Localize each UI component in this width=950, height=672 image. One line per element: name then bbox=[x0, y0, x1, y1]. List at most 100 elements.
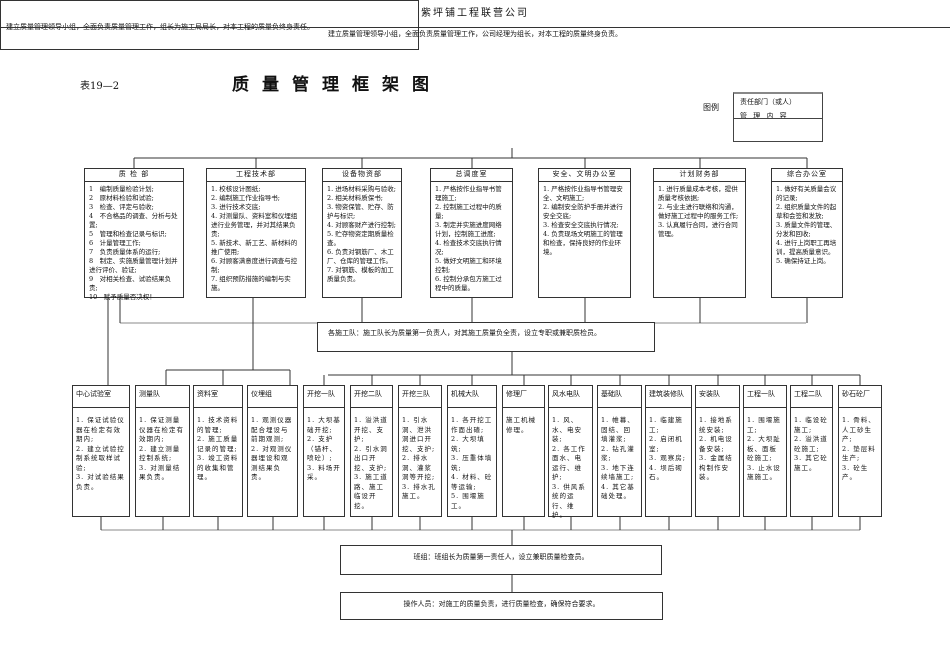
divider bbox=[734, 118, 822, 119]
duty-item: 3. 砼生产。 bbox=[842, 463, 869, 482]
duty-item: 2. 建立测量控制系统; bbox=[139, 444, 181, 463]
team-name: 建筑装修队 bbox=[646, 386, 691, 408]
duty-item: 1. 技术资料的管理; bbox=[197, 416, 239, 434]
team-duties: 1. 保证测量仪器在检定有效期内;2. 建立测量控制系统;3. 对测量结果负责。 bbox=[136, 408, 189, 491]
duty-item: 7. 对钢筋、模板的加工质量负责。 bbox=[327, 266, 394, 283]
dept-duties: 1. 校核设计图纸;2. 编制施工作业指导书;3. 进行技术交底;4. 对测量队… bbox=[207, 182, 305, 296]
duty-item: 2. 排水洞、灌浆洞等开挖; bbox=[402, 454, 436, 481]
duty-item: 3. 进行技术交底; bbox=[211, 203, 261, 211]
duty-item: 4. 进行上岗职工再培训，提高质量意识。 bbox=[776, 239, 837, 256]
duty-item: 3. 物资保管、贮存、防护与标识; bbox=[327, 203, 394, 220]
duty-item: 2. 启闭机室; bbox=[649, 435, 683, 453]
team-duties: 施工机械修理。 bbox=[503, 408, 544, 443]
duty-item: 3. 料场开采。 bbox=[307, 463, 341, 482]
duty-item: 6. 对顾客满意度进行调查与控制; bbox=[211, 257, 298, 274]
team-name: 安装队 bbox=[696, 386, 739, 408]
dept-name: 总调度室 bbox=[431, 169, 512, 182]
duty-item: 2 原材料检验和试验; bbox=[89, 194, 154, 202]
duty-item: 2. 施工质量记录的管理; bbox=[197, 435, 239, 453]
team-duties: 1. 风、水、电安装;2. 各工作面水、电运行、维护;3. 供风系统的运行、维护… bbox=[549, 408, 592, 529]
dept-duties: 1. 严格按作业指导书管理施工;2. 控制施工过程中的质量;3. 制定并实施进度… bbox=[431, 182, 512, 296]
dept-name: 质 检 部 bbox=[85, 169, 183, 182]
duty-item: 3. 止水设施施工。 bbox=[747, 463, 781, 482]
team-name: 基础队 bbox=[598, 386, 641, 408]
duty-item: 1. 严格按作业指导书管理安全、文明施工; bbox=[543, 185, 623, 202]
dept-name: 综合办公室 bbox=[772, 169, 842, 182]
divider bbox=[0, 27, 950, 28]
leadership-text: 建立质量管理领导小组，全面负责质量管理工作，公司经理为组长，对本工程的质量终身负… bbox=[328, 30, 622, 38]
duty-item: 3. 对试验结果负责。 bbox=[76, 473, 125, 491]
duty-item: 2. 引水洞出口开挖、支护; bbox=[354, 444, 388, 472]
page-title: 质量管理框架图 bbox=[232, 75, 442, 95]
duty-item: 3. 观察房; bbox=[649, 454, 686, 462]
operator-note: 操作人员：对施工的质量负责，进行质量检查，确保符合要求。 bbox=[340, 592, 663, 620]
team-name: 测量队 bbox=[136, 386, 189, 408]
duty-item: 1. 校核设计图纸; bbox=[211, 185, 261, 193]
duty-item: 4. 对测量队、资料室和仪埋组进行业务管理，并对其结果负责; bbox=[211, 212, 298, 238]
duty-item: 2. 与业主进行联络和沟通，做好施工过程中的服务工作; bbox=[658, 203, 739, 220]
duty-item: 4. 材料、砼等运输; bbox=[451, 473, 493, 491]
team-name: 开挖二队 bbox=[351, 386, 392, 408]
duty-item: 1. 围堰施工; bbox=[747, 416, 781, 434]
team-name: 开挖三队 bbox=[399, 386, 441, 408]
team-name: 工程二队 bbox=[791, 386, 832, 408]
duty-item: 1. 进场材料采购与验收; bbox=[327, 185, 396, 193]
duty-item: 1. 临建施工; bbox=[649, 416, 683, 434]
legend-label: 图例 bbox=[703, 103, 719, 112]
duty-item: 2. 编制施工作业指导书; bbox=[211, 194, 280, 202]
duty-item: 5. 围堰施工。 bbox=[451, 492, 485, 510]
duty-item: 2. 垫层料生产; bbox=[842, 444, 876, 463]
team-duties: 1. 临设砼施工;2. 溢洪道砼施工;3. 其它砼施工。 bbox=[791, 408, 832, 481]
legend-content-line: 管 理 内 容 bbox=[740, 112, 789, 120]
team-name: 资料室 bbox=[194, 386, 242, 408]
duty-item: 1. 各开挖工作面出碴; bbox=[451, 416, 493, 434]
team-name: 机械大队 bbox=[448, 386, 496, 408]
duty-item: 4 不合格品的调查、分析与处置; bbox=[89, 212, 178, 229]
duty-item: 5. 新技术、新工艺、新材料的推广使用; bbox=[211, 239, 298, 256]
team-duties: 1. 各开挖工作面出碴;2. 大坝填筑;3. 压重体填筑;4. 材料、砼等运输;… bbox=[448, 408, 496, 519]
table-number: 表19—2 bbox=[80, 81, 120, 92]
duty-item: 3. 压重体填筑; bbox=[451, 454, 493, 472]
duty-item: 3. 检查安全交底执行情况; bbox=[543, 221, 619, 229]
duty-item: 3 检查、评定与验收; bbox=[89, 203, 154, 211]
team-name: 开挖一队 bbox=[304, 386, 344, 408]
duty-item: 8 制定、实施质量管理计划并进行评价、验证; bbox=[89, 257, 178, 274]
duty-item: 6. 负责对钢筋厂、木工厂、仓库的管理工作。 bbox=[327, 248, 394, 265]
duty-item: 3. 对测量结果负责。 bbox=[139, 463, 181, 482]
team-duties: 1. 围堰施工;2. 大坝趾板、面板砼施工;3. 止水设施施工。 bbox=[744, 408, 786, 491]
duty-item: 2. 大坝填筑; bbox=[451, 435, 485, 453]
duty-item: 2. 对观测仪器埋设和观测结果负责。 bbox=[251, 444, 293, 482]
duty-item: 1. 严格按作业指导书管理施工; bbox=[435, 185, 502, 202]
duty-item: 4. 对顾客财产进行控制; bbox=[327, 221, 396, 229]
team-duties: 1. 大坝基础开挖;2. 支护（锚杆、喷砼）;3. 料场开采。 bbox=[304, 408, 344, 491]
duty-item: 2. 控制施工过程中的质量; bbox=[435, 203, 502, 220]
duty-item: 5. 贮存物资定期质量检查。 bbox=[327, 230, 394, 247]
dept-duties: 1. 严格按作业指导书管理安全、文明施工;2. 编制安全防护手册并进行安全交底;… bbox=[539, 182, 630, 260]
duty-item: 3. 其它砼施工。 bbox=[794, 454, 828, 472]
duty-item: 1. 大坝基础开挖; bbox=[307, 416, 341, 434]
duty-item: 7. 组织预防措施的编制与实施。 bbox=[211, 275, 291, 292]
team-duties: 1. 技术资料的管理;2. 施工质量记录的管理;3. 竣工资料的收集和管理。 bbox=[194, 408, 242, 491]
dept-duties: 1. 进场材料采购与验收;2. 相关材料质保书;3. 物资保管、贮存、防护与标识… bbox=[323, 182, 401, 287]
duty-item: 3. 供风系统的运行、维护。 bbox=[552, 482, 586, 520]
group-note: 班组：班组长为质量第一责任人，设立兼职质量检查员。 bbox=[340, 545, 662, 575]
team-name: 修理厂 bbox=[503, 386, 544, 408]
team-duties: 1. 溢洪道开挖、支护;2. 引水洞出口开挖、支护;3. 施工道路、施工临设开挖… bbox=[351, 408, 392, 519]
duty-item: 1. 帷幕、固结、回填灌浆; bbox=[601, 416, 635, 443]
duty-item: 3. 地下连续墙施工; bbox=[601, 463, 635, 482]
duty-item: 6 计量管理工作; bbox=[89, 239, 141, 247]
duty-item: 6. 控制分承包方施工过程中的质量。 bbox=[435, 275, 502, 292]
duty-item: 3. 质量文件的管理、分发和回收; bbox=[776, 221, 837, 238]
duty-item: 2. 大坝趾板、面板砼施工; bbox=[747, 435, 781, 462]
